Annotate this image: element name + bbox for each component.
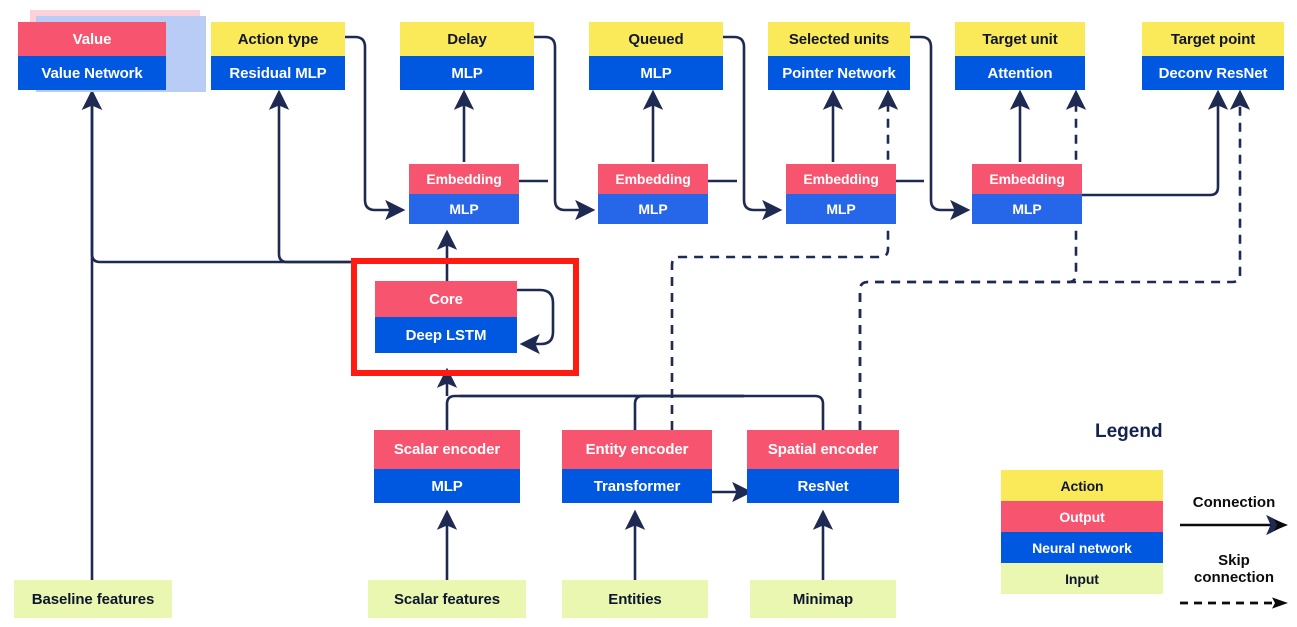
legend-swatch-neural-network: Neural network: [1001, 532, 1163, 563]
embedding-3-network-label: MLP: [786, 194, 896, 224]
embedding-4-output-label: Embedding: [972, 164, 1082, 194]
encoder-entity-output-label: Entity encoder: [562, 430, 712, 469]
head-target-point-action-label: Target point: [1142, 22, 1284, 56]
embedding-3[interactable]: Embedding MLP: [786, 164, 896, 224]
wire-selected-units-to-embedding-4: [910, 35, 971, 221]
core-network-label: Deep LSTM: [375, 317, 517, 353]
legend-connection-label: Connection: [1192, 494, 1276, 511]
legend-skip-label-line1: Skip: [1218, 552, 1250, 569]
head-delay[interactable]: Delay MLP: [400, 22, 534, 90]
head-selected-units[interactable]: Selected units Pointer Network: [768, 22, 910, 90]
head-delay-network-label: MLP: [400, 56, 534, 90]
encoder-entity[interactable]: Entity encoder Transformer: [562, 430, 712, 503]
skip-entity-encoder-to-target-unit: [858, 89, 1087, 430]
encoder-entity-network-label: Transformer: [562, 469, 712, 503]
legend-swatch-input: Input: [1001, 563, 1163, 594]
embedding-2-network-label: MLP: [598, 194, 708, 224]
wire-entity-encoder-bus: [633, 394, 744, 430]
head-target-unit-action-label: Target unit: [955, 22, 1085, 56]
wire-spatial-encoder-bus: [460, 394, 825, 430]
legend-connection-arrow: [1180, 514, 1288, 536]
head-delay-action-label: Delay: [400, 22, 534, 56]
core-highlight-box: [351, 258, 579, 376]
embedding-4[interactable]: Embedding MLP: [972, 164, 1082, 224]
wire-scalar-encoder-bus: [445, 394, 744, 430]
input-baseline-features[interactable]: Baseline features: [14, 580, 172, 618]
encoder-spatial[interactable]: Spatial encoder ResNet: [747, 430, 899, 503]
skip-entity-encoder-to-selected-units: [670, 89, 899, 430]
encoder-spatial-network-label: ResNet: [747, 469, 899, 503]
encoder-spatial-output-label: Spatial encoder: [747, 430, 899, 469]
input-scalar-features-label: Scalar features: [368, 580, 526, 618]
wire-core-to-value-network: [81, 89, 447, 264]
legend-swatch-output: Output: [1001, 501, 1163, 532]
head-queued[interactable]: Queued MLP: [589, 22, 723, 90]
wire-embedding-4-to-target-point: [1080, 89, 1229, 197]
embedding-3-output-label: Embedding: [786, 164, 896, 194]
wire-action-type-to-embedding-1: [345, 35, 406, 221]
embedding-1-network-label: MLP: [409, 194, 519, 224]
legend-swatch-stack: Action Output Neural network Input: [1001, 470, 1163, 594]
skip-connection-layer: [670, 89, 1251, 430]
embedding-4-network-label: MLP: [972, 194, 1082, 224]
head-target-point[interactable]: Target point Deconv ResNet: [1142, 22, 1284, 90]
encoder-scalar-network-label: MLP: [374, 469, 520, 503]
head-target-unit-network-label: Attention: [955, 56, 1085, 90]
head-action-type-action-label: Action type: [211, 22, 345, 56]
input-baseline-features-label: Baseline features: [14, 580, 172, 618]
embedding-1[interactable]: Embedding MLP: [409, 164, 519, 224]
embedding-2[interactable]: Embedding MLP: [598, 164, 708, 224]
head-selected-units-action-label: Selected units: [768, 22, 910, 56]
legend-skip-label-line2: connection: [1193, 569, 1274, 586]
legend-skip-connection-arrow: [1180, 597, 1288, 609]
input-entities[interactable]: Entities: [562, 580, 708, 618]
head-value-action-label: Value: [18, 22, 166, 56]
head-action-type[interactable]: Action type Residual MLP: [211, 22, 345, 90]
head-selected-units-network-label: Pointer Network: [768, 56, 910, 90]
legend-title: Legend: [1095, 421, 1163, 442]
skip-spatial-encoder-to-target-point: [858, 89, 1251, 430]
head-target-unit[interactable]: Target unit Attention: [955, 22, 1085, 90]
core-node[interactable]: Core Deep LSTM: [375, 281, 517, 353]
embedding-1-output-label: Embedding: [409, 164, 519, 194]
input-scalar-features[interactable]: Scalar features: [368, 580, 526, 618]
input-minimap-label: Minimap: [750, 580, 896, 618]
wire-delay-to-embedding-2: [534, 35, 596, 221]
input-entities-label: Entities: [562, 580, 708, 618]
head-target-point-network-label: Deconv ResNet: [1142, 56, 1284, 90]
encoder-scalar-output-label: Scalar encoder: [374, 430, 520, 469]
head-action-type-network-label: Residual MLP: [211, 56, 345, 90]
head-value[interactable]: Value Value Network: [18, 22, 166, 90]
head-queued-network-label: MLP: [589, 56, 723, 90]
head-queued-action-label: Queued: [589, 22, 723, 56]
core-output-label: Core: [375, 281, 517, 317]
embedding-2-output-label: Embedding: [598, 164, 708, 194]
legend-swatch-action: Action: [1001, 470, 1163, 501]
encoder-scalar[interactable]: Scalar encoder MLP: [374, 430, 520, 503]
head-value-network-label: Value Network: [18, 56, 166, 90]
wire-queued-to-embedding-3: [723, 35, 783, 221]
input-minimap[interactable]: Minimap: [750, 580, 896, 618]
